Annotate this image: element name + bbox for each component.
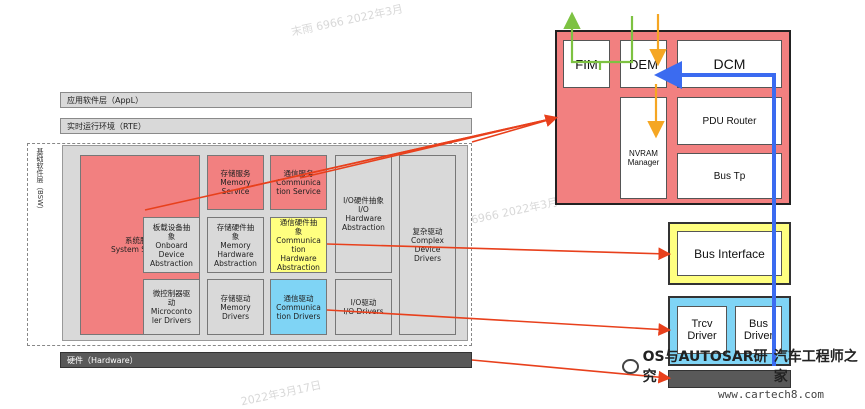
memory-drivers-text-2: Drivers: [222, 311, 249, 321]
pdu-router-label: PDU Router: [702, 115, 757, 127]
comm-hw-abstraction-text-0: 通信硬件抽: [279, 218, 318, 227]
comm-hw-abstraction-box: 通信硬件抽 象 Communica tion Hardware Abstract…: [270, 217, 327, 273]
memory-drivers-text-0: 存储驱动: [220, 293, 251, 303]
appl-layer-label: 应用软件层（AppL）: [67, 96, 144, 105]
trcv-label-1: Driver: [687, 330, 717, 342]
comm-hw-abstraction-text-4: Hardware: [280, 254, 317, 263]
complex-drivers-text-3: Drivers: [414, 254, 441, 263]
appl-layer: 应用软件层（AppL）: [60, 92, 472, 108]
memory-drivers-box: 存储驱动 Memory Drivers: [207, 279, 264, 335]
comm-drivers-box: 通信驱动 Communica tion Drivers: [270, 279, 327, 335]
fim-box: FIM: [563, 40, 610, 88]
arrow-system-to-stack: [144, 117, 556, 211]
communication-service-text-2: tion Service: [276, 187, 321, 196]
arrow-hw-to-hwbar: [471, 359, 672, 384]
pdu-router-box: PDU Router: [677, 97, 782, 145]
memory-hw-abstraction-text-2: Memory: [220, 240, 251, 250]
mcu-drivers-text-3: ler Drivers: [151, 316, 192, 325]
watermark-logo: OS与AUTOSAR研究 汽车工程师之家: [622, 349, 862, 385]
complex-drivers-text-0: 复杂驱动: [412, 227, 443, 236]
bus-driver-label-1: Driver: [743, 330, 774, 342]
hardware-layer: 硬件（Hardware）: [60, 352, 472, 368]
memory-service-box: 存储服务 Memory Service: [207, 155, 264, 210]
comm-hw-abstraction-text-2: Communica: [276, 236, 321, 245]
memory-hw-abstraction-box: 存储硬件抽 象 Memory Hardware Abstraction: [207, 217, 264, 273]
rte-layer-label: 实时运行环境（RTE）: [67, 122, 146, 131]
watermark-site-name: 汽车工程师之家: [773, 349, 858, 385]
bus-driver-label-0: Bus: [749, 318, 768, 330]
onboard-abstraction-box: 板载设备抽 象 Onboard Device Abstraction: [143, 217, 200, 273]
onboard-abstraction-text-4: Abstraction: [150, 258, 193, 268]
bus-tp-label: Bus Tp: [713, 170, 746, 182]
bus-interface-label: Bus Interface: [694, 246, 765, 261]
rte-layer: 实时运行环境（RTE）: [60, 118, 472, 134]
complex-drivers-text-2: Device: [414, 245, 441, 254]
trcv-label-0: Trcv: [691, 318, 713, 330]
io-hw-abstraction-box: I/O硬件抽象 I/O Hardware Abstraction: [335, 155, 392, 273]
arrow-commhw-to-busif: [326, 243, 672, 261]
io-drivers-text-0: I/O驱动: [350, 298, 377, 307]
comm-drivers-text-1: Communica: [276, 302, 321, 312]
mcu-drivers-box: 微控制器驱 动 Microconto ler Drivers: [143, 279, 200, 335]
arrow-commdrv-to-drivers: [326, 309, 672, 336]
memory-drivers-text-1: Memory: [220, 302, 251, 312]
memory-hw-abstraction-text-4: Abstraction: [214, 258, 257, 268]
bsw-container: [27, 143, 472, 346]
memory-hw-abstraction-text-1: 象: [231, 231, 240, 241]
bsw-label: 基础软件层（BSW）: [36, 148, 44, 214]
watermark-logo-text: OS与AUTOSAR研究: [642, 349, 768, 385]
mcu-drivers-text-0: 微控制器驱: [152, 289, 191, 298]
onboard-abstraction-text-2: Onboard: [155, 240, 188, 250]
complex-drivers-box: 复杂驱动 Complex Device Drivers: [399, 155, 456, 335]
io-hw-abstraction-text-2: Hardware: [345, 214, 382, 223]
wechat-icon: [622, 358, 639, 374]
arrow-blue-driver-to-dem: [654, 61, 776, 366]
trcv-driver-box: Trcv Driver: [677, 306, 727, 354]
onboard-abstraction-text-1: 象: [167, 231, 176, 241]
bus-interface-box: Bus Interface: [677, 231, 782, 276]
nvram-label-1: Manager: [627, 158, 660, 167]
hardware-layer-label: 硬件（Hardware）: [67, 356, 138, 365]
memory-hw-abstraction-text-3: Hardware: [217, 249, 254, 259]
memory-service-text-1: Memory: [220, 178, 251, 187]
memory-service-text-2: Service: [221, 187, 250, 196]
bus-tp-box: Bus Tp: [677, 153, 782, 199]
io-hw-abstraction-text-1: I/O: [358, 205, 369, 214]
mcu-drivers-text-2: Microconto: [150, 307, 193, 316]
communication-service-text-1: Communica: [276, 178, 321, 187]
arrow-green-dem-up: [600, 16, 634, 64]
nvram-label-0: NVRAM: [629, 149, 658, 158]
comm-hw-abstraction-text-3: tion: [291, 245, 306, 254]
watermark-site: www.cartech8.com: [718, 388, 824, 401]
memory-service-text-0: 存储服务: [220, 169, 251, 178]
onboard-abstraction-text-3: Device: [158, 249, 185, 259]
io-hw-abstraction-text-3: Abstraction: [342, 223, 385, 232]
nvram-manager-box: NVRAM Manager: [620, 97, 667, 199]
system-service-text-0: 系统服务: [125, 236, 155, 245]
dcm-label: DCM: [713, 56, 746, 72]
comm-hw-abstraction-text-5: Abstraction: [277, 263, 320, 272]
system-service-text-1: System Service: [110, 245, 170, 254]
communication-service-text-0: 通信服务: [283, 169, 314, 178]
complex-drivers-text-1: Complex: [411, 236, 444, 245]
memory-hw-abstraction-text-0: 存储硬件抽: [216, 222, 255, 232]
arrow-green-fim-dem: [563, 11, 600, 64]
fim-label: FIM: [575, 56, 598, 72]
comm-hw-abstraction-text-1: 象: [294, 227, 303, 236]
onboard-abstraction-text-0: 板载设备抽: [152, 222, 191, 232]
comm-drivers-text-0: 通信驱动: [283, 293, 314, 303]
communication-service-box: 通信服务 Communica tion Service: [270, 155, 327, 210]
mcu-drivers-text-1: 动: [167, 298, 176, 307]
io-hw-abstraction-text-0: I/O硬件抽象: [343, 196, 384, 205]
comm-drivers-text-2: tion Drivers: [276, 311, 321, 321]
